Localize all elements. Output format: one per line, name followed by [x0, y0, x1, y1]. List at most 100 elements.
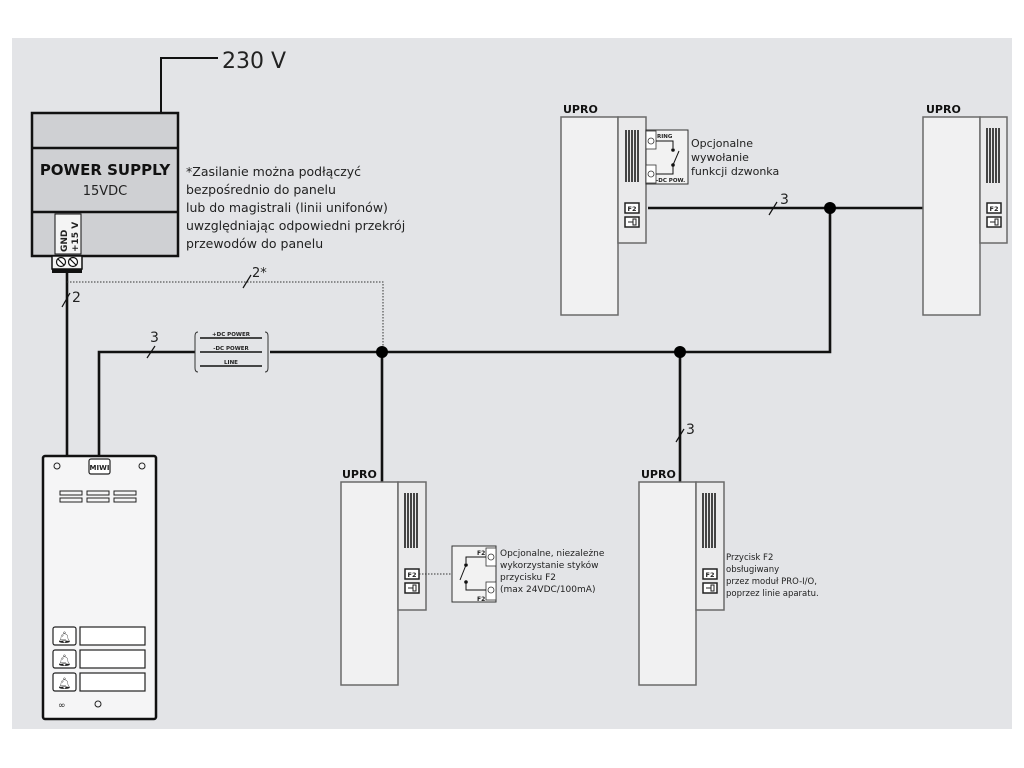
power-note-line: bezpośrednio do panelu: [186, 182, 336, 197]
bell-icon: 🔔︎: [58, 677, 72, 690]
bell-icon: 🔔︎: [58, 631, 72, 644]
mains-wire: [160, 57, 218, 113]
terminal-label-block: [54, 213, 82, 255]
power-note-line: lub do magistrali (linii unifonów): [186, 200, 388, 215]
panel-bus-wire: [97, 350, 195, 456]
call-button[interactable]: [52, 626, 77, 646]
bus-legend-item: +DC POWER: [212, 332, 251, 338]
f2-top-label: F2: [477, 550, 485, 557]
bus-legend-item: -DC POWER: [213, 346, 249, 352]
f2-button[interactable]: [702, 568, 718, 580]
f2-button-label: F2: [628, 205, 637, 213]
dc-pow-terminal-label: -DC POW.: [656, 178, 685, 184]
switch-contact-icon: [672, 150, 680, 166]
mains-voltage-label: 230 V: [222, 49, 286, 74]
terminal-plus-label: +15 V: [71, 222, 81, 252]
wire-count-label: 3: [150, 330, 159, 346]
handset-top-left: UPRO F2: [560, 103, 647, 316]
f2-note-line: Opcjonalne, niezależne: [500, 549, 605, 559]
microphone-grille-icon: [59, 490, 137, 503]
power-note-line: *Zasilanie można podłączyć: [186, 164, 361, 179]
junction-node: [674, 346, 686, 358]
terminal-gnd-label: GND: [60, 230, 70, 252]
terminal-screw-icon: [647, 170, 655, 178]
speaker-grille-icon: [986, 128, 1000, 183]
junction-node: [824, 202, 836, 214]
terminal-screw-icon: [647, 137, 655, 145]
call-button-row[interactable]: 🔔︎: [52, 672, 146, 692]
ring-module: RING -DC POW. Opcjonalne wywołanie funkc…: [645, 129, 779, 185]
handset-body: [340, 481, 399, 686]
f2-note-line: wykorzystanie styków: [500, 560, 598, 571]
junction-node: [376, 346, 388, 358]
name-plate: [79, 672, 146, 692]
f2-button-label: F2: [990, 205, 999, 213]
handset-body: [638, 481, 697, 686]
panel-logo-text: MIWI: [90, 464, 110, 472]
call-button[interactable]: [52, 649, 77, 669]
call-button[interactable]: [52, 672, 77, 692]
switch-contact-icon: [459, 564, 467, 581]
terminal-screw-icon: [487, 553, 495, 561]
handset-top-right: UPRO F2: [922, 103, 1008, 316]
f2-button-label: F2: [706, 571, 715, 579]
infinity-icon: ∞: [58, 701, 66, 711]
key-icon: [706, 584, 715, 592]
bell-icon: 🔔︎: [58, 654, 72, 667]
ring-note-line: funkcji dzwonka: [691, 165, 779, 178]
key-icon: [408, 584, 417, 592]
handset-bottom-right: UPRO F2: [638, 468, 725, 686]
wire-count-label: 2*: [252, 266, 267, 281]
handset-bottom-left: UPRO F2: [340, 468, 427, 686]
bus-legend: +DC POWER -DC POWER LINE: [194, 331, 269, 373]
wire-count-label: 2: [72, 290, 81, 306]
wire-count-label: 3: [780, 192, 789, 208]
handset-body: [922, 116, 981, 316]
pro-io-note-line: Przycisk F2: [726, 553, 773, 563]
handset-label: UPRO: [342, 468, 377, 481]
power-note-line: przewodów do panelu: [186, 236, 323, 251]
f2-module: F2 F2 Opcjonalne, niezależne wykorzystan…: [419, 545, 605, 603]
power-supply: POWER SUPPLY 15VDC GND +15 V: [30, 111, 180, 273]
f2-bottom-label: F2: [477, 596, 485, 603]
handset-label: UPRO: [926, 103, 961, 116]
terminal-screw-icon: [487, 586, 495, 594]
main-bus: [270, 208, 832, 354]
f2-note-line: przycisku F2: [500, 573, 556, 583]
speaker-grille-icon: [702, 493, 716, 548]
speaker-grille-icon: [625, 130, 639, 182]
key-icon: [628, 218, 637, 226]
handset-label: UPRO: [563, 103, 598, 116]
optional-power-wire: [67, 281, 384, 352]
call-button-row[interactable]: 🔔︎: [52, 626, 146, 646]
f2-button[interactable]: [624, 202, 640, 214]
ring-terminal-label: RING: [657, 134, 673, 140]
pro-io-note-line: przez moduł PRO-I/O,: [726, 577, 817, 587]
name-plate: [79, 649, 146, 669]
mains-feed: 230 V: [160, 49, 286, 113]
bus-legend-item: LINE: [224, 360, 238, 366]
wiring: 2 2* 3 3 3: [61, 192, 923, 482]
wire-count-label: 3: [686, 422, 695, 438]
name-plate: [79, 626, 146, 646]
door-panel: MIWI 🔔︎ 🔔︎ 🔔︎ ∞: [41, 454, 158, 721]
pro-io-note-line: obsługiwany: [726, 565, 779, 575]
call-button-row[interactable]: 🔔︎: [52, 649, 146, 669]
handset-body: [560, 116, 619, 316]
panel-logo: [88, 458, 111, 475]
power-supply-voltage: 15VDC: [83, 184, 128, 199]
f2-button-label: F2: [408, 571, 417, 579]
pro-io-note-line: poprzez linie aparatu.: [726, 589, 819, 599]
ring-note-line: wywołanie: [691, 151, 749, 164]
power-note: *Zasilanie można podłączyć bezpośrednio …: [186, 164, 405, 251]
power-supply-title: POWER SUPPLY: [40, 161, 172, 179]
f2-note-line: (max 24VDC/100mA): [500, 585, 595, 595]
power-note-line: uwzględniając odpowiedni przekrój: [186, 218, 405, 233]
f2-button[interactable]: [986, 202, 1002, 214]
key-icon: [990, 218, 999, 226]
handset-label: UPRO: [641, 468, 676, 481]
ring-note-line: Opcjonalne: [691, 137, 753, 150]
pro-io-note: Przycisk F2 obsługiwany przez moduł PRO-…: [726, 553, 819, 599]
speaker-grille-icon: [404, 493, 418, 548]
